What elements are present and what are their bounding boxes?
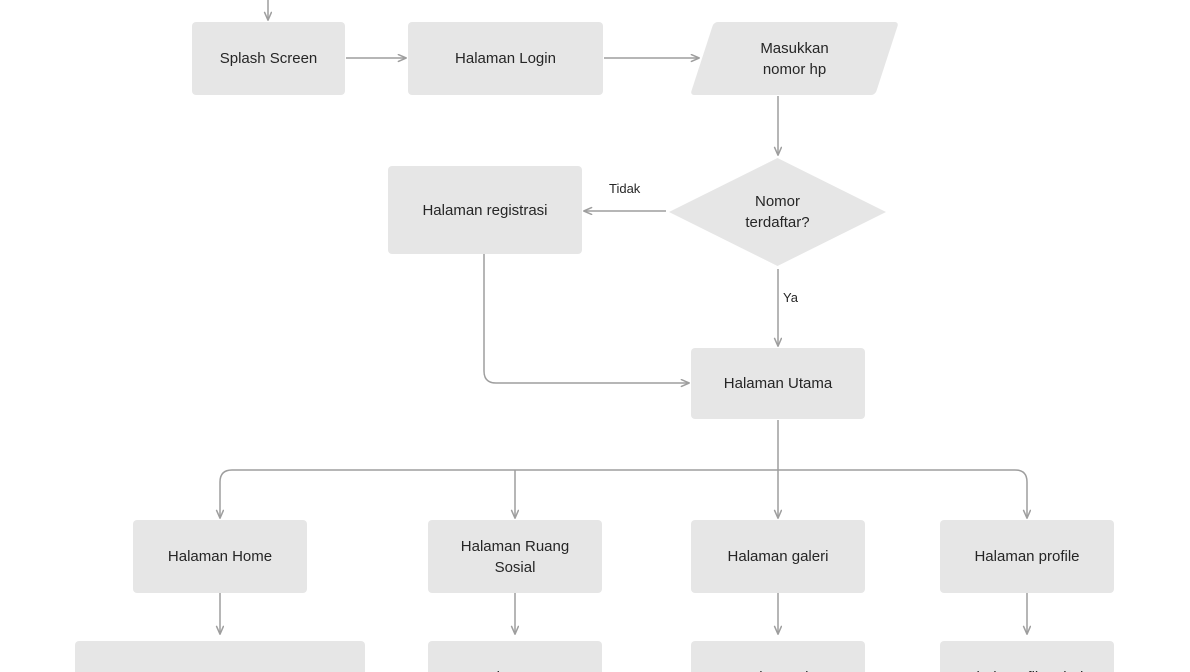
node-halaman-login[interactable]: Halaman Login <box>408 22 603 95</box>
node-home-child[interactable] <box>75 641 365 672</box>
node-nomor-terdaftar[interactable]: Nomor terdaftar? <box>668 157 887 267</box>
node-halaman-utama[interactable]: Halaman Utama <box>691 348 865 419</box>
node-explore-page[interactable]: Explore page <box>428 641 602 672</box>
node-halaman-ruang-sosial-label: Halaman Ruang Sosial <box>461 536 569 578</box>
node-nomor-terdaftar-line1: Nomor <box>754 193 800 210</box>
node-halaman-galeri[interactable]: Halaman galeri <box>691 520 865 593</box>
node-splash-screen-label: Splash Screen <box>219 50 318 67</box>
node-halaman-utama-label: Halaman Utama <box>723 375 833 392</box>
node-masukkan-nomor-hp-line1: Masukkan <box>760 39 829 57</box>
node-halaman-ruang-sosial-line1: Halaman Ruang <box>460 537 570 555</box>
node-explore-page-label: Explore page <box>471 667 559 672</box>
edge-bus-corner-right <box>1014 469 1028 483</box>
edge-registrasi-to-utama <box>483 254 689 383</box>
node-halaman-galeri-label: Halaman galeri <box>727 548 829 565</box>
node-nomor-terdaftar-line2: terdaftar? <box>745 214 810 231</box>
edge-label-tidak: Tidak <box>609 181 641 196</box>
diamond-shape <box>669 158 886 266</box>
node-postingan-dan-label: postingan dan <box>731 667 825 672</box>
edge-label-ya: Ya <box>783 290 798 305</box>
node-splash-screen[interactable]: Splash Screen <box>192 22 345 95</box>
node-halaman-ruang-sosial-line2: Sosial <box>494 558 536 576</box>
node-masukkan-nomor-hp[interactable]: Masukkan nomor hp <box>690 22 899 95</box>
node-halaman-home[interactable]: Halaman Home <box>133 520 307 593</box>
node-ubah-profile[interactable]: Ubah profile, ubah <box>940 641 1114 672</box>
node-masukkan-nomor-hp-label: Masukkan nomor hp <box>760 38 828 80</box>
node-halaman-home-label: Halaman Home <box>167 548 273 565</box>
node-halaman-profile[interactable]: Halaman profile <box>940 520 1114 593</box>
node-halaman-registrasi-label: Halaman registrasi <box>422 201 548 219</box>
node-halaman-profile-label: Halaman profile <box>974 548 1080 565</box>
node-halaman-login-label: Halaman Login <box>455 50 556 67</box>
node-masukkan-nomor-hp-line2: nomor hp <box>762 60 827 78</box>
node-nomor-terdaftar-label: Nomor terdaftar? <box>745 191 809 233</box>
node-halaman-registrasi[interactable]: Halaman registrasi <box>388 166 582 254</box>
edge-distribution-bus <box>232 469 1015 471</box>
node-halaman-ruang-sosial[interactable]: Halaman Ruang Sosial <box>428 520 602 593</box>
edge-bus-corner-left <box>219 469 233 483</box>
node-postingan-dan[interactable]: postingan dan <box>691 641 865 672</box>
node-ubah-profile-label: Ubah profile, ubah <box>966 667 1089 672</box>
